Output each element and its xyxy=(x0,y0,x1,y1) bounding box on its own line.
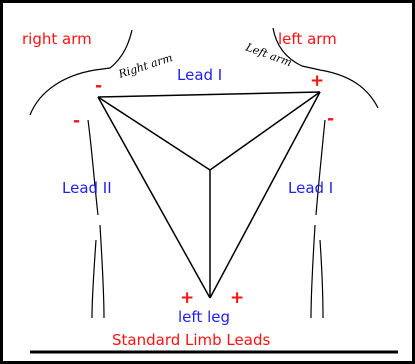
lead-i-right-label: Lead I xyxy=(288,179,333,197)
lead-i-line xyxy=(97,91,321,98)
lead-iii-line xyxy=(209,91,321,299)
lead-ii-line xyxy=(97,96,211,299)
left-torso-outline xyxy=(87,119,105,319)
left-arm-label: left arm xyxy=(278,30,337,48)
left-side-minus-sign: - xyxy=(73,111,80,131)
left-arm-outline xyxy=(91,239,97,319)
left-shoulder-outline xyxy=(29,29,133,116)
right-arm-outline xyxy=(319,239,324,319)
caption-label: Standard Limb Leads xyxy=(112,331,270,349)
right-side-minus-sign: - xyxy=(327,109,334,129)
right-arm-label: right arm xyxy=(22,30,92,48)
bottom-right-plus-sign: + xyxy=(230,288,244,308)
top-right-plus-sign: + xyxy=(310,71,324,91)
top-left-minus-sign: - xyxy=(95,76,102,96)
lead-ii-label: Lead II xyxy=(62,179,112,197)
center-line-right-arm xyxy=(97,96,211,171)
left-leg-label: left leg xyxy=(178,308,230,326)
right-shoulder-outline xyxy=(272,27,379,109)
right-torso-outline xyxy=(310,119,326,319)
center-line-left-arm xyxy=(209,91,321,171)
lead-i-top-label: Lead I xyxy=(177,66,222,84)
bottom-left-plus-sign: + xyxy=(180,288,194,308)
